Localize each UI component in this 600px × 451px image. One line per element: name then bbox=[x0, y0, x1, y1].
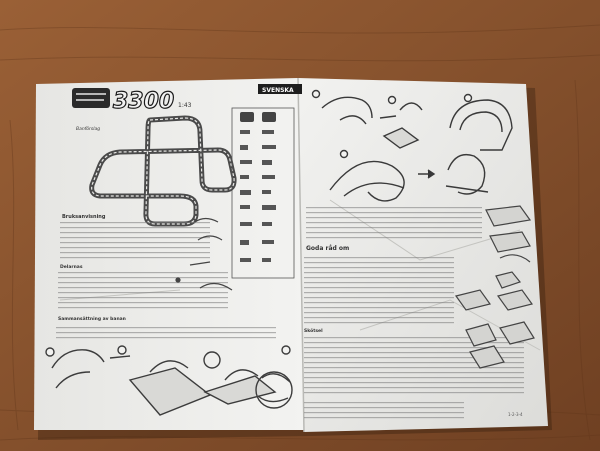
right-text-block-2 bbox=[304, 254, 454, 324]
heading-assembly: Sammansättning av banan bbox=[58, 316, 126, 322]
step-diagrams-left bbox=[45, 345, 293, 416]
language-header: SVENSKA bbox=[262, 87, 294, 94]
language-header-bar bbox=[258, 84, 302, 94]
heading-tips: Goda råd om bbox=[306, 245, 349, 252]
scale-label: 1:43 bbox=[178, 102, 192, 109]
right-illustrations bbox=[454, 205, 535, 369]
right-text-block-1 bbox=[306, 206, 482, 240]
track-plan-label: Banförslag bbox=[76, 126, 100, 132]
track-rails bbox=[91, 117, 235, 225]
logo-number: 3300 bbox=[113, 89, 174, 114]
left-small-illustrations bbox=[175, 217, 233, 291]
left-text-block-2 bbox=[58, 272, 228, 312]
left-text-block-1 bbox=[60, 222, 210, 260]
loop-diagrams bbox=[311, 89, 513, 202]
heading-care: Skötsel bbox=[304, 328, 323, 334]
heading-parts: Delarnas bbox=[60, 264, 83, 270]
right-text-block-4 bbox=[304, 400, 464, 422]
footer-code: 1-2-3-4 bbox=[508, 412, 523, 417]
paper-fold bbox=[297, 77, 305, 433]
right-text-block-3 bbox=[304, 336, 524, 396]
parts-list bbox=[231, 107, 295, 279]
heading-instructions: Bruksanvisning bbox=[62, 214, 106, 220]
left-text-block-3 bbox=[56, 324, 276, 342]
brand-logo bbox=[72, 88, 110, 108]
